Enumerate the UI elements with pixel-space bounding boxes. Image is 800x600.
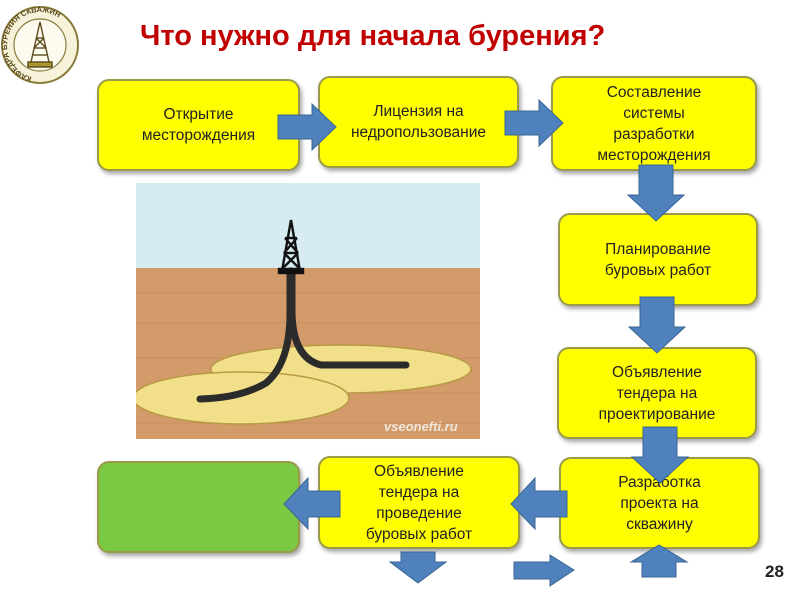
step-planning-box: Планирование буровых работ (558, 213, 758, 306)
step-system-label: Составление системы разработки месторожд… (597, 83, 711, 164)
arrow-up-icon (629, 544, 689, 578)
step-license-label: Лицензия на недропользование (351, 103, 486, 141)
step-opening-label: Открытие месторождения (141, 106, 256, 144)
wellbore (196, 267, 410, 403)
arrow-down-icon (626, 164, 686, 222)
oil-reservoir-lower (136, 371, 350, 425)
step-license-box: Лицензия на недропользование (318, 76, 519, 168)
illustration-watermark: vseonefti.ru (384, 419, 458, 434)
arrow-right-icon (513, 554, 575, 587)
page-title: Что нужно для начала бурения? (140, 20, 606, 52)
step-system-box: Составление системы разработки месторожд… (551, 76, 757, 171)
well-drilling-illustration: vseonefti.ru (136, 183, 480, 439)
arrow-down-icon (627, 296, 687, 354)
arrow-right-icon (277, 102, 337, 152)
arrow-down-icon (630, 426, 690, 484)
drilling-rig-icon (27, 21, 53, 68)
step-final-box (97, 461, 300, 553)
step-tender-design-label: Объявление тендера на проектирование (598, 363, 716, 423)
step-opening-box: Открытие месторождения (97, 79, 300, 171)
step-tender-drilling-box: Объявление тендера на проведение буровых… (318, 456, 520, 549)
step-tender-drilling-label: Объявление тендера на проведение буровых… (365, 462, 473, 543)
arrow-right-icon (504, 98, 564, 148)
department-logo: КАФЕДРА БУРЕНИЯ СКВАЖИН (0, 5, 79, 84)
step-tender-design-box: Объявление тендера на проектирование (557, 347, 757, 439)
arrow-left-icon (510, 476, 568, 531)
step-planning-label: Планирование буровых работ (604, 240, 712, 279)
page-number: 28 (765, 562, 784, 581)
derrick-icon (277, 219, 305, 275)
arrow-down-icon (388, 551, 448, 584)
arrow-left-icon (283, 476, 341, 531)
